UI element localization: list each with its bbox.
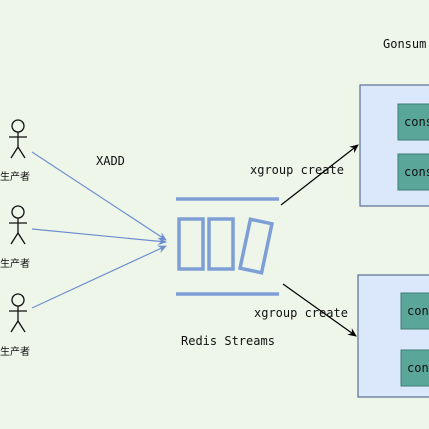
consumer-box <box>397 103 429 141</box>
producer-arrow-1 <box>31 151 167 241</box>
stick-figure-icon <box>9 293 27 333</box>
consumer-box <box>400 349 429 387</box>
producer-arrow-2 <box>31 228 167 246</box>
producer-arrow-3 <box>31 245 167 309</box>
consumer-box <box>397 153 429 191</box>
consumer-label: cons <box>407 304 429 318</box>
xgroup-create-label-top: xgroup create <box>250 163 344 177</box>
producer-2 <box>9 205 27 245</box>
producer-label-3: 生产者 <box>0 345 30 358</box>
consumer-label: cons <box>404 115 429 129</box>
consumer-box <box>400 292 429 330</box>
consumers-title: Gonsum <box>383 37 426 51</box>
stick-figure-icon <box>9 205 27 245</box>
producer-1 <box>9 119 27 159</box>
producer-label-1: 生产者 <box>0 170 30 183</box>
redis-stream-icon <box>176 197 279 296</box>
xadd-label: XADD <box>96 154 125 168</box>
producer-3 <box>9 293 27 333</box>
consumer-label: cons <box>407 361 429 375</box>
producer-label-2: 生产者 <box>0 257 30 270</box>
stream-label: Redis Streams <box>181 334 275 348</box>
xgroup-create-arrow-top <box>280 144 359 206</box>
xgroup-create-label-bottom: xgroup create <box>254 306 348 320</box>
xgroup-create-arrow-bottom <box>282 283 357 337</box>
stick-figure-icon <box>9 119 27 159</box>
consumer-label: cons <box>404 165 429 179</box>
